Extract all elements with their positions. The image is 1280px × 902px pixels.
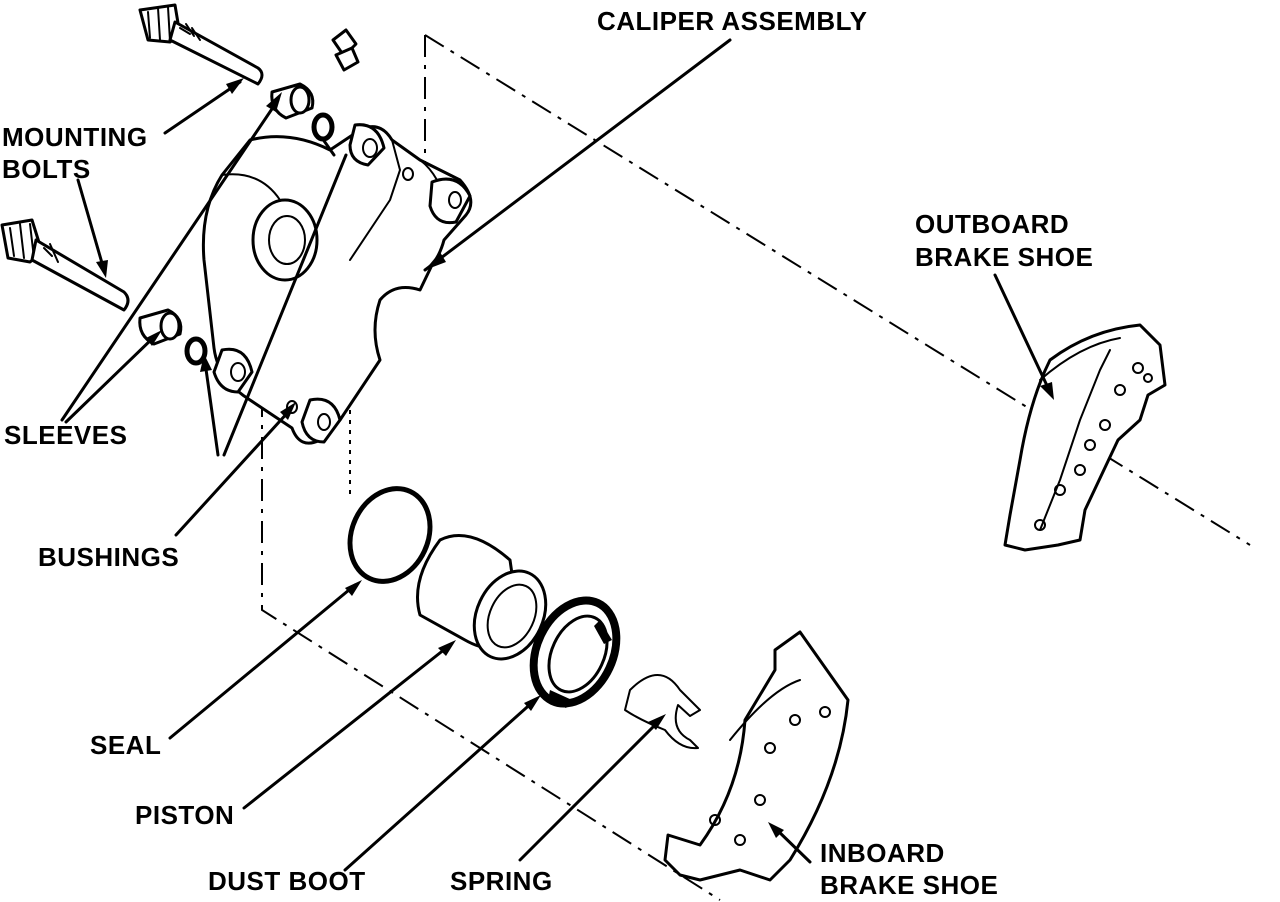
caliper-body [201,123,473,445]
label-mounting-bolts-line1: MOUNTING [2,122,148,152]
label-caliper-assembly: CALIPER ASSEMBLY [597,6,867,36]
label-spring: SPRING [450,866,553,896]
leader-lines [60,38,1054,872]
label-mounting-bolts-line2: BOLTS [2,154,91,184]
label-seal: SEAL [90,730,161,760]
mounting-bolt-lower [0,218,130,312]
inboard-brake-shoe [663,630,850,882]
piston [416,534,548,661]
sleeve-lower [138,308,183,346]
label-sleeves: SLEEVES [4,420,127,450]
label-inboard-line2: BRAKE SHOE [820,870,998,900]
dust-boot [529,596,621,708]
label-bushings: BUSHINGS [38,542,179,572]
mounting-bolt-upper [138,3,264,86]
spring [624,674,701,750]
bushing-lower [184,336,208,366]
label-inboard-line1: INBOARD [820,838,945,868]
label-dust-boot: DUST BOOT [208,866,366,896]
bushing-upper [311,112,335,142]
label-outboard-line1: OUTBOARD [915,209,1069,239]
label-piston: PISTON [135,800,234,830]
label-outboard-line2: BRAKE SHOE [915,242,1093,272]
outboard-brake-shoe [1003,323,1167,552]
bleeder-screw [331,28,360,72]
seal [347,486,433,584]
